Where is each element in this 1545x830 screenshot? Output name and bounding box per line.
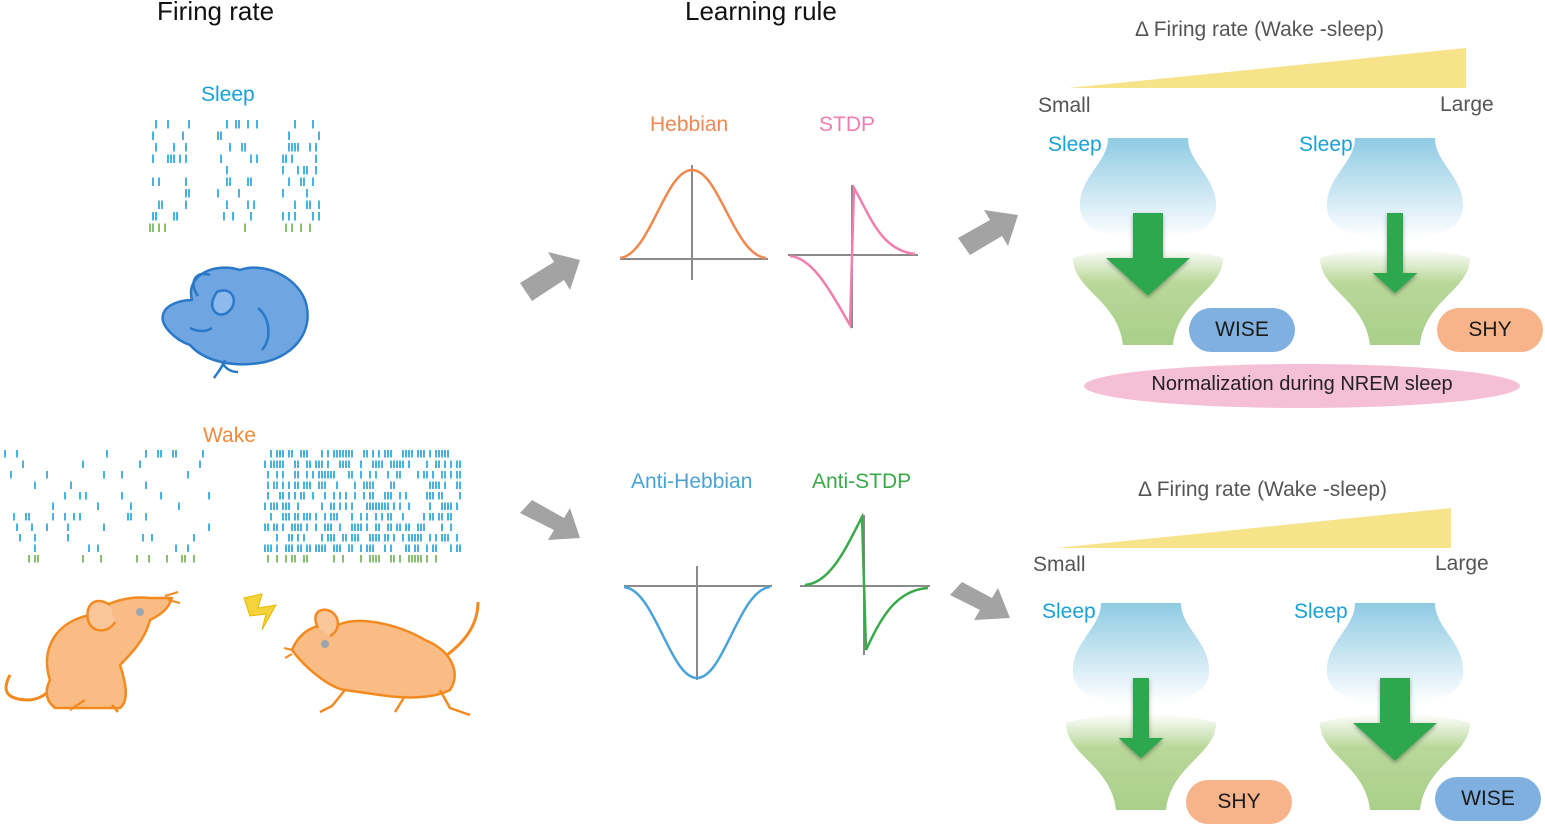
- wake-mouse-sitting-icon: [4, 591, 181, 713]
- anti-stdp-label: Anti-STDP: [812, 470, 912, 493]
- synapse-top-left: [1073, 138, 1223, 345]
- presynaptic-terminal: [1072, 603, 1210, 703]
- presynaptic-terminal: [1079, 138, 1217, 238]
- wake-label: Wake: [203, 424, 256, 447]
- anti-hebbian-label: Anti-Hebbian: [631, 470, 753, 493]
- sleeping-mouse-icon: [161, 266, 309, 379]
- postsynaptic-spine: [1066, 714, 1216, 810]
- synapse-bottom-left: [1066, 603, 1216, 810]
- synapse-sleep-label: Sleep: [1294, 600, 1348, 623]
- normalization-label: Normalization during NREM sleep: [1151, 373, 1453, 395]
- firing-rate-gradient-wedge-top: [1068, 48, 1466, 88]
- anti-stdp-curve-plot: [800, 512, 930, 655]
- wake-mouse-running-icon: [283, 601, 480, 717]
- scale-large-label-top: Large: [1440, 93, 1494, 116]
- presynaptic-terminal: [1326, 603, 1464, 703]
- scale-small-label-bottom: Small: [1033, 553, 1086, 576]
- sleep-label: Sleep: [201, 83, 255, 106]
- flow-arrow-rule-to-bottom-synapses: [950, 582, 1010, 620]
- wake-raster-plot-active: [264, 450, 461, 563]
- stdp-curve-plot: [788, 183, 918, 330]
- synaptic-strength-arrow: [1106, 213, 1190, 296]
- presynaptic-terminal: [1326, 138, 1464, 238]
- synaptic-strength-arrow: [1372, 213, 1418, 294]
- flow-arrow-sleep-to-rule: [520, 252, 580, 301]
- synapse-top-right: [1320, 138, 1470, 345]
- wise-badge: WISE: [1189, 308, 1295, 352]
- postsynaptic-spine: [1320, 714, 1470, 810]
- lightning-icon: [243, 593, 277, 631]
- hebbian-curve-plot: [619, 165, 768, 280]
- synapse-sleep-label: Sleep: [1299, 133, 1353, 156]
- flow-arrow-rule-to-top-synapses: [958, 210, 1018, 255]
- delta-firing-rate-label-bottom: Δ Firing rate (Wake -sleep): [1138, 478, 1387, 501]
- learning-rule-heading: Learning rule: [685, 0, 837, 26]
- postsynaptic-spine: [1320, 249, 1470, 345]
- scale-large-label-bottom: Large: [1435, 552, 1489, 575]
- scale-small-label-top: Small: [1038, 94, 1091, 117]
- anti-hebbian-curve-plot: [623, 566, 772, 680]
- firing-rate-heading: Firing rate: [157, 0, 275, 26]
- synaptic-strength-arrow: [1118, 678, 1164, 759]
- wake-raster-plot-quiet: [4, 450, 210, 563]
- sleep-raster-plot: [149, 120, 320, 232]
- synapse-sleep-label: Sleep: [1042, 600, 1096, 623]
- delta-firing-rate-label-top: Δ Firing rate (Wake -sleep): [1135, 18, 1384, 41]
- postsynaptic-spine: [1073, 249, 1223, 345]
- stdp-label: STDP: [819, 113, 876, 136]
- synaptic-strength-arrow: [1353, 678, 1437, 761]
- wise-badge: WISE: [1435, 777, 1541, 821]
- hebbian-label: Hebbian: [650, 113, 729, 136]
- flow-arrow-wake-to-rule: [520, 500, 580, 540]
- synapse-sleep-label: Sleep: [1048, 133, 1102, 156]
- synapse-bottom-right: [1320, 603, 1470, 810]
- shy-badge: SHY: [1437, 308, 1543, 352]
- shy-badge: SHY: [1186, 780, 1292, 824]
- firing-rate-gradient-wedge-bottom: [1056, 508, 1451, 548]
- normalization-ellipse: [1084, 364, 1520, 408]
